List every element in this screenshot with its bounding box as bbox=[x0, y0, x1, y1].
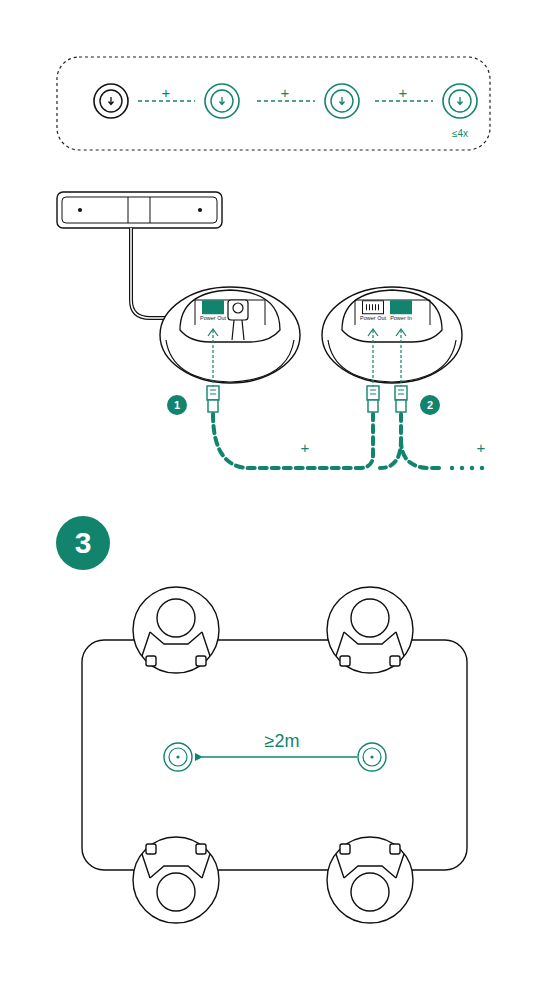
port-label: Power In bbox=[390, 316, 412, 322]
plus-sign: + bbox=[399, 85, 408, 100]
port-jack bbox=[362, 300, 384, 314]
port-label: Power Out bbox=[360, 316, 386, 322]
callout-number: 1 bbox=[167, 395, 187, 415]
callout-text: 1 bbox=[174, 400, 180, 411]
port-jack bbox=[202, 300, 224, 314]
port-label-box: Power Out bbox=[360, 300, 386, 322]
plus-sign: + bbox=[477, 440, 486, 455]
callout-number: 3 bbox=[56, 516, 110, 570]
plus-sign: + bbox=[162, 85, 171, 100]
count-label: ≤4x bbox=[452, 129, 468, 139]
plus-sign: + bbox=[301, 440, 310, 455]
port-jack bbox=[390, 300, 412, 314]
dimension-label: ≥2m bbox=[265, 732, 300, 750]
plus-sign: + bbox=[281, 85, 290, 100]
callout-text: 2 bbox=[427, 400, 433, 411]
port-label-box: Power Out bbox=[200, 300, 226, 322]
port-label: Power Out bbox=[200, 316, 226, 322]
callout-number: 2 bbox=[420, 395, 440, 415]
port-label-box: Power In bbox=[390, 300, 412, 322]
callout-text: 3 bbox=[75, 528, 92, 558]
